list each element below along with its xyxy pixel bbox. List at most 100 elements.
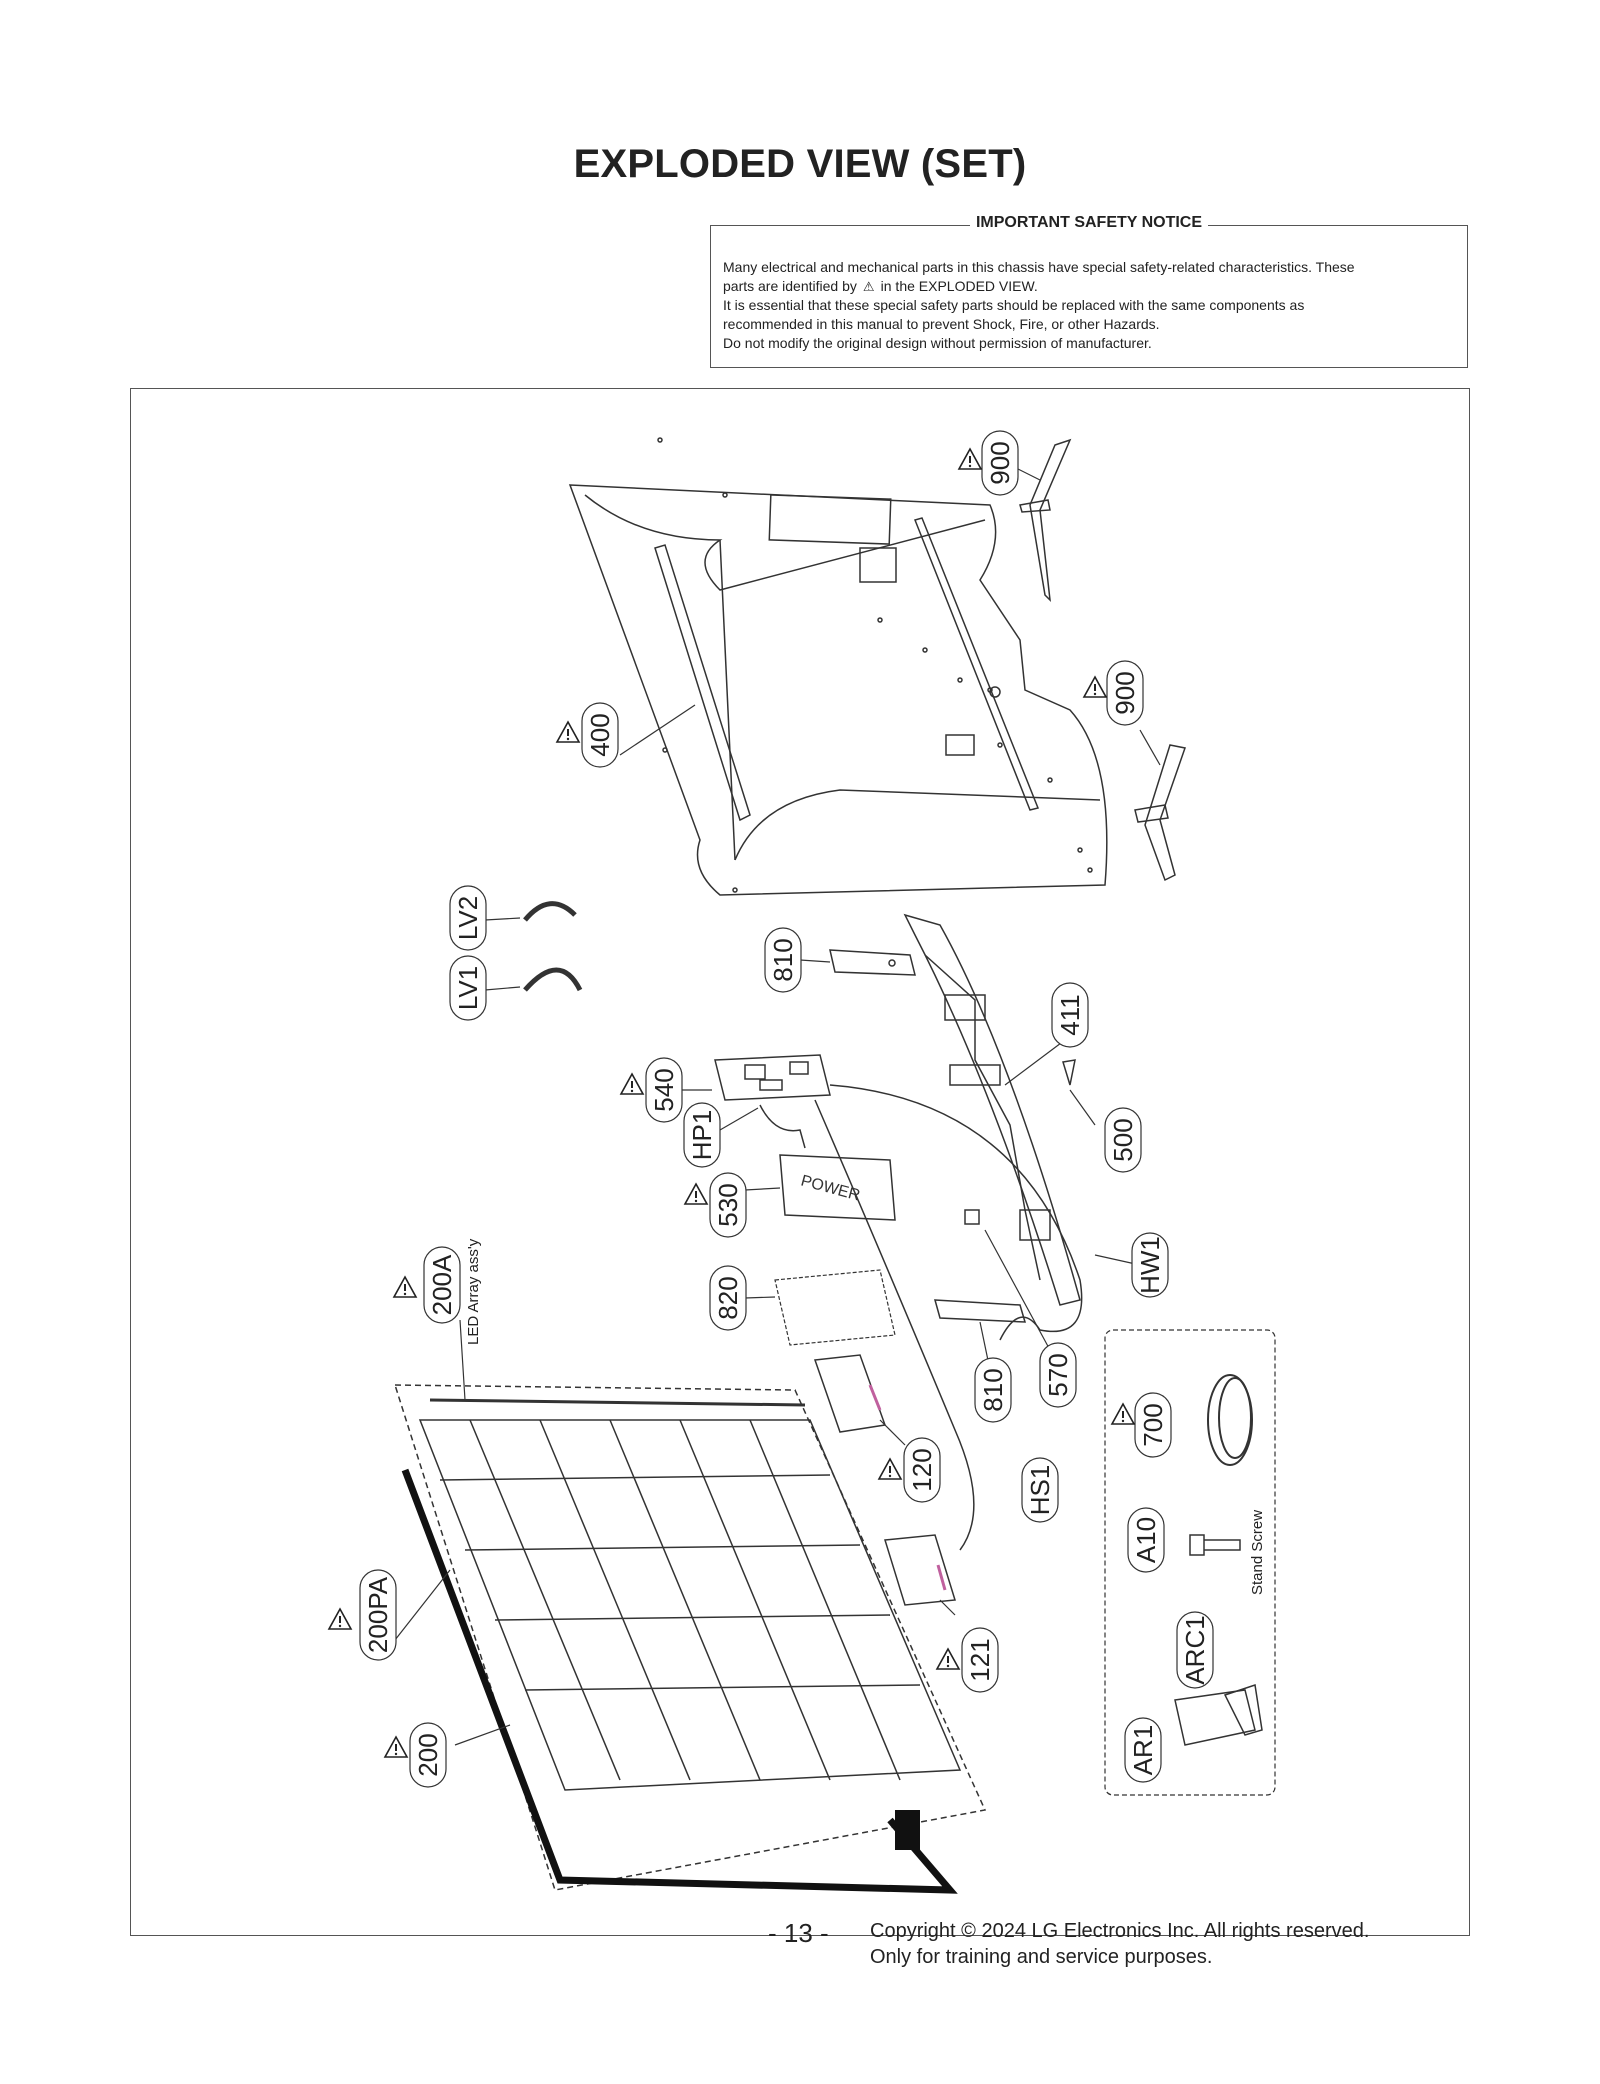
part-label-hp1: HP1 bbox=[683, 1102, 721, 1168]
diagram-frame bbox=[130, 388, 1470, 1936]
display-module-drawing bbox=[393, 1384, 987, 1894]
warning-icon-900-bottom bbox=[1083, 676, 1107, 698]
back-cover-drawing bbox=[568, 437, 1108, 896]
part-number-lv1: LV1 bbox=[453, 966, 483, 1010]
part-number-900-top: 900 bbox=[985, 441, 1015, 484]
accessory-box bbox=[1104, 1329, 1276, 1796]
part-label-121: 121 bbox=[961, 1627, 999, 1693]
speaker-120-drawing bbox=[813, 1354, 887, 1433]
stand-screw-annotation: Stand Screw bbox=[1249, 1510, 1266, 1595]
part-label-820: 820 bbox=[709, 1265, 747, 1331]
copyright-line: Copyright © 2024 LG Electronics Inc. All… bbox=[870, 1920, 1370, 1942]
part-number-810-bottom: 810 bbox=[978, 1368, 1008, 1411]
power-cord-700-drawing bbox=[1207, 1374, 1253, 1466]
part-number-arc1: ARC1 bbox=[1180, 1615, 1210, 1684]
part-label-lv1: LV1 bbox=[449, 955, 487, 1021]
part-number-810-top: 810 bbox=[768, 938, 798, 981]
part-label-810-top: 810 bbox=[764, 927, 802, 993]
part-label-arc1: ARC1 bbox=[1176, 1611, 1214, 1689]
part-number-820: 820 bbox=[713, 1276, 743, 1319]
part-number-411: 411 bbox=[1055, 994, 1085, 1035]
rear-frame-411-drawing bbox=[903, 913, 1081, 1306]
part-number-500: 500 bbox=[1108, 1118, 1138, 1161]
warning-icon-200a bbox=[393, 1276, 417, 1298]
warning-icon-121 bbox=[936, 1648, 960, 1670]
page-title: EXPLODED VIEW (SET) bbox=[573, 142, 1027, 186]
training-line: Only for training and service purposes. bbox=[870, 1946, 1213, 1968]
part-number-hs1: HS1 bbox=[1025, 1465, 1055, 1516]
part-number-lv2: LV2 bbox=[453, 896, 483, 940]
part-label-810-bottom: 810 bbox=[974, 1357, 1012, 1423]
part-label-700: 700 bbox=[1134, 1392, 1172, 1458]
part-number-530: 530 bbox=[713, 1183, 743, 1226]
safety-notice-box: IMPORTANT SAFETY NOTICE Many electrical … bbox=[710, 214, 1468, 368]
part-number-200a: 200A bbox=[427, 1254, 457, 1315]
part-label-ar1: AR1 bbox=[1124, 1717, 1162, 1783]
part-number-ar1: AR1 bbox=[1128, 1725, 1158, 1776]
notice-line-2a: parts are identified by bbox=[723, 278, 857, 294]
hs1-wire bbox=[814, 1099, 975, 1551]
warning-icon-120 bbox=[878, 1458, 902, 1480]
part-label-900-top: 900 bbox=[981, 430, 1019, 496]
part-number-hp1: HP1 bbox=[687, 1110, 717, 1161]
shield-820-drawing bbox=[774, 1269, 896, 1346]
part-label-hs1: HS1 bbox=[1021, 1457, 1059, 1523]
part-label-900-bottom: 900 bbox=[1106, 660, 1144, 726]
safety-notice-text: Many electrical and mechanical parts in … bbox=[723, 258, 1455, 353]
part-number-a10: A10 bbox=[1131, 1517, 1161, 1563]
stand-drawing-top bbox=[1019, 438, 1072, 603]
lvds-cable-drawings bbox=[523, 901, 583, 992]
notice-line-2b: in the EXPLODED VIEW. bbox=[880, 278, 1038, 294]
part-number-900-bottom: 900 bbox=[1110, 671, 1140, 714]
part-label-200a: 200A bbox=[423, 1246, 461, 1324]
notice-line-4: recommended in this manual to prevent Sh… bbox=[723, 316, 1160, 332]
part-number-700: 700 bbox=[1138, 1403, 1168, 1446]
warning-icon-200pa bbox=[328, 1608, 352, 1630]
stand-drawing-bottom bbox=[1134, 744, 1186, 882]
part-number-570: 570 bbox=[1043, 1353, 1073, 1396]
part-label-a10: A10 bbox=[1127, 1507, 1165, 1573]
warning-icon-400 bbox=[556, 721, 580, 743]
hp1-cable bbox=[759, 1104, 806, 1149]
part-label-500: 500 bbox=[1104, 1107, 1142, 1173]
part-number-hw1: HW1 bbox=[1135, 1236, 1165, 1294]
part-number-400: 400 bbox=[585, 713, 615, 756]
main-board-540-drawing bbox=[714, 1054, 831, 1101]
part-number-120: 120 bbox=[907, 1448, 937, 1491]
warning-icon-540 bbox=[620, 1073, 644, 1095]
part-label-530: 530 bbox=[709, 1172, 747, 1238]
power-board-530-drawing: POWER bbox=[779, 1154, 896, 1221]
part-570-drawing bbox=[964, 1209, 980, 1225]
part-label-540: 540 bbox=[645, 1057, 683, 1123]
part-number-200pa: 200PA bbox=[363, 1576, 393, 1653]
part-label-570: 570 bbox=[1039, 1342, 1077, 1408]
stand-screw-a10-drawing bbox=[1189, 1534, 1241, 1556]
part-label-hw1: HW1 bbox=[1131, 1232, 1169, 1298]
part-label-400: 400 bbox=[581, 702, 619, 768]
bracket-810-bottom-drawing bbox=[933, 1299, 1027, 1323]
remote-ar1-arc1-drawing bbox=[1174, 1684, 1263, 1746]
footer-copyright: Copyright © 2024 LG Electronics Inc. All… bbox=[870, 1918, 1369, 1970]
part-label-411: 411 bbox=[1051, 982, 1089, 1048]
part-label-200pa: 200PA bbox=[359, 1569, 397, 1661]
warning-triangle-icon: ⚠ bbox=[862, 279, 875, 294]
warning-icon-530 bbox=[684, 1183, 708, 1205]
safety-notice-heading: IMPORTANT SAFETY NOTICE bbox=[969, 214, 1209, 231]
speaker-121-drawing bbox=[884, 1534, 956, 1606]
page-number: - 13 - bbox=[768, 1918, 829, 1948]
part-label-120: 120 bbox=[903, 1437, 941, 1503]
notice-line-3: It is essential that these special safet… bbox=[723, 297, 1305, 313]
notice-line-5: Do not modify the original design withou… bbox=[723, 335, 1152, 351]
part-number-121: 121 bbox=[965, 1638, 995, 1681]
bracket-810-drawing bbox=[829, 949, 916, 976]
warning-icon-900-top bbox=[958, 448, 982, 470]
part-500-drawing bbox=[1062, 1059, 1076, 1086]
led-array-annotation: LED Array ass'y bbox=[465, 1238, 482, 1345]
warning-icon-700 bbox=[1111, 1403, 1135, 1425]
part-number-540: 540 bbox=[649, 1068, 679, 1111]
warning-icon-200 bbox=[384, 1736, 408, 1758]
part-label-lv2: LV2 bbox=[449, 885, 487, 951]
hw1-wire bbox=[829, 1084, 1083, 1341]
notice-line-1: Many electrical and mechanical parts in … bbox=[723, 259, 1355, 275]
